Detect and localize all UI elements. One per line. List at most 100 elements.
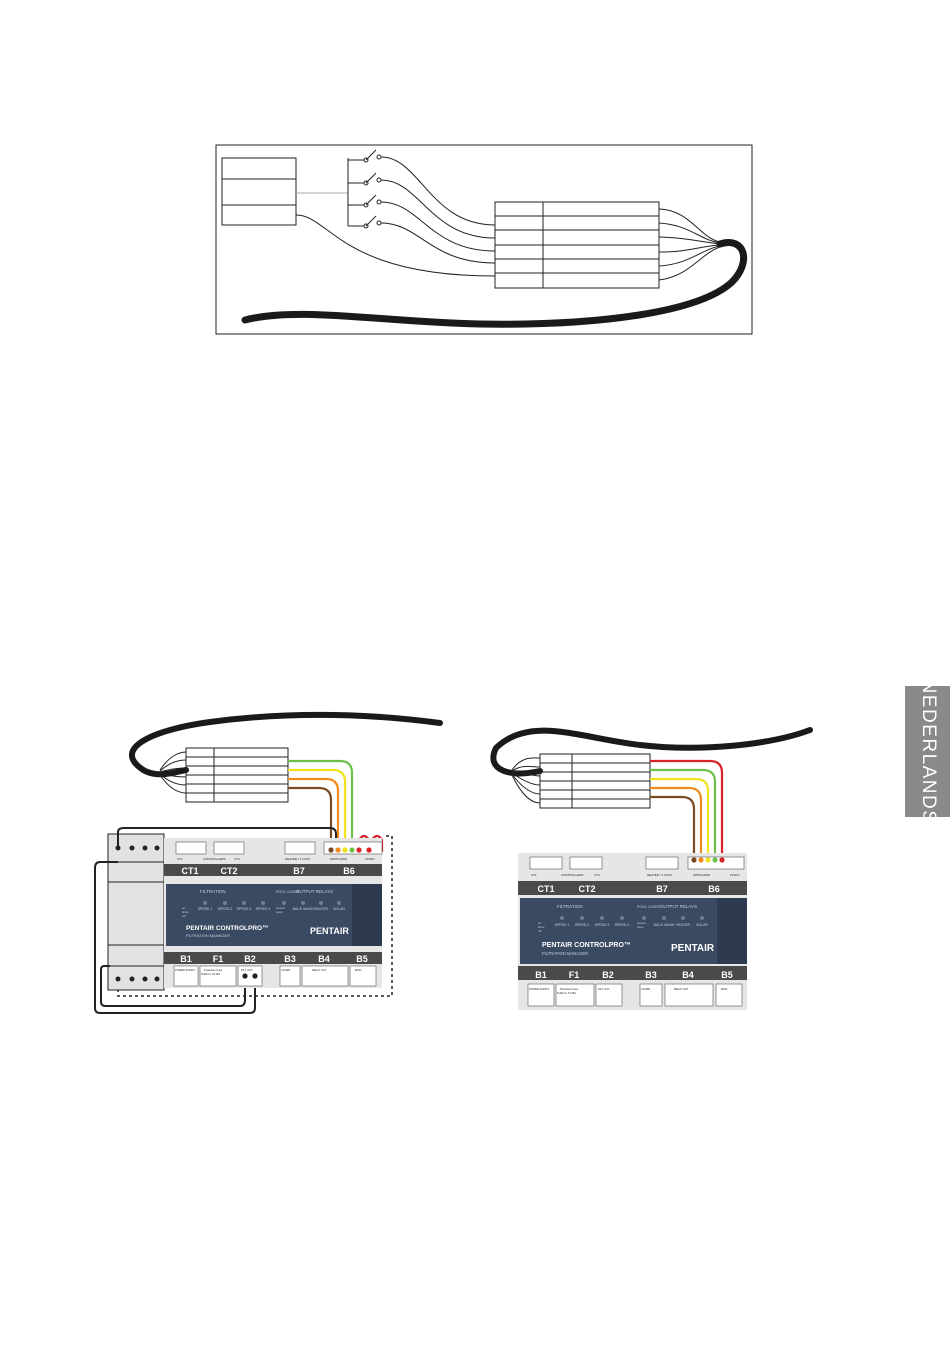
right-filtration-label: FILTRATION <box>557 904 583 909</box>
left-controller-panel <box>166 884 382 946</box>
right-terminal-blocks-bottom <box>527 983 743 1007</box>
right-label-b4: B4 <box>682 970 694 980</box>
right-wire-endpoints <box>691 857 725 863</box>
right-label-b3: B3 <box>645 970 657 980</box>
left-legend-timer: timer <box>182 910 189 914</box>
left-speed-4: SPEED 4 <box>256 907 271 911</box>
right-tiny-12v: 12VDC <box>730 873 741 877</box>
left-label-b7: B7 <box>293 866 305 876</box>
left-dashed-link <box>117 835 393 997</box>
left-speed-3: SPEED 3 <box>237 907 252 911</box>
left-cable <box>129 711 443 778</box>
top-schematic-frame <box>215 144 753 335</box>
left-product-name: PENTAIR CONTROLPRO™ <box>186 925 269 932</box>
left-tiny-b4: RELAY OUT <box>312 968 327 972</box>
right-product-name: PENTAIR CONTROLPRO™ <box>542 942 631 949</box>
left-relay-bottom-terminals <box>115 976 160 982</box>
right-tiny-b1: POWER SUPPLY <box>529 987 550 991</box>
left-cable-fanout <box>159 751 187 794</box>
right-colored-wires <box>650 759 724 858</box>
right-label-b1: B1 <box>535 970 547 980</box>
left-tiny-ct1: CT1 <box>177 857 183 861</box>
left-relay-solar: SOLAR <box>333 907 345 911</box>
left-label-b4: B4 <box>318 954 330 964</box>
top-schematic <box>215 144 753 335</box>
left-cover-closed: closed <box>276 906 285 910</box>
right-tiny-controllers: CONTROLLERS <box>561 873 584 877</box>
right-led-rows <box>560 916 704 920</box>
right-speed-4: SPEED 4 <box>615 923 630 927</box>
left-black-wires <box>94 827 337 1014</box>
right-cable <box>490 727 813 777</box>
left-din-relay <box>107 833 165 991</box>
right-pentair-logo: PENTAIR <box>671 943 715 954</box>
right-tiny-ct1: CT1 <box>531 873 537 877</box>
right-speed-3: SPEED 3 <box>595 923 610 927</box>
left-speed-1: SPEED 1 <box>198 907 213 911</box>
language-tab-label: NEDERLANDS <box>917 679 939 824</box>
right-wiring-diagram <box>490 727 813 1010</box>
left-output-relays-label: OUTPUT RELAYS <box>296 889 333 894</box>
left-controller-labels: CT1 CT2 B7 B6 B1 F1 B2 B3 B4 B5 FILTRATI… <box>175 857 376 976</box>
right-relay-solar: SOLAR <box>696 923 708 927</box>
left-terminal-block <box>185 747 289 803</box>
left-product-subtitle: FILTRATION MANAGER <box>186 933 230 938</box>
switch-contacts <box>348 149 382 229</box>
left-tiny-f1-value: 5x20mm T3.15A <box>201 972 220 976</box>
left-wire-endpoints <box>242 847 372 979</box>
cable-fanout <box>658 208 721 281</box>
right-label-b7: B7 <box>656 884 668 894</box>
left-tiny-f1: Protection Fuse <box>204 968 223 972</box>
right-tiny-ct2: CT2 <box>594 873 600 877</box>
right-speed-1: SPEED 1 <box>555 923 570 927</box>
switch-wires <box>295 156 496 277</box>
right-tiny-b7: HEATER / 1 LOCK <box>647 873 672 877</box>
right-label-b5: B5 <box>721 970 733 980</box>
left-tiny-b2: FILT. OUT <box>241 968 253 972</box>
left-tiny-b5: MISC. <box>355 968 362 972</box>
left-label-b6: B6 <box>343 866 355 876</box>
left-label-b1: B1 <box>180 954 192 964</box>
right-tiny-b5: MISC. <box>721 987 728 991</box>
right-relay-backwash: BACK WASH <box>654 923 675 927</box>
right-output-relays-label: OUTPUT RELAYS <box>660 904 697 909</box>
left-tiny-b1: POWER SUPPLY <box>175 968 196 972</box>
multicore-cable <box>241 239 748 328</box>
right-tiny-b2: FILT. OUT <box>598 987 610 991</box>
left-tiny-b6: SWITCHING <box>330 857 348 861</box>
left-pool-cover-label: POOL COVER <box>276 890 299 894</box>
left-label-b2: B2 <box>244 954 256 964</box>
right-label-b6: B6 <box>708 884 720 894</box>
right-tiny-b6: SWITCHING <box>693 873 711 877</box>
left-label-b3: B3 <box>284 954 296 964</box>
right-controller-labels: CT1 CT2 B7 B6 B1 F1 B2 B3 B4 B5 FILTRATI… <box>529 873 741 995</box>
right-legend-on: on <box>538 921 542 925</box>
left-relay-heater: HEATER <box>314 907 328 911</box>
right-pool-cover-label: POOL COVER <box>637 905 660 909</box>
right-tiny-b4: RELAY OUT <box>674 987 689 991</box>
right-label-ct2: CT2 <box>578 884 595 894</box>
left-cover-open: open <box>276 910 283 914</box>
left-tiny-controllers: CONTROLLERS <box>203 857 226 861</box>
right-terminal-blocks-top <box>529 856 745 870</box>
left-led-rows <box>203 901 341 905</box>
left-filtration-label: FILTRATION <box>200 889 226 894</box>
right-tiny-b3: COVER <box>641 987 650 991</box>
right-legend-off: off <box>538 929 541 933</box>
right-product-subtitle: FILTRATION MANAGER <box>542 951 588 956</box>
terminal-block <box>494 201 660 289</box>
left-label-ct1: CT1 <box>181 866 198 876</box>
left-tiny-b7: HEATER / 1 LOCK <box>285 857 310 861</box>
power-source-block <box>221 157 297 226</box>
left-tiny-b3: COVER <box>281 968 290 972</box>
right-speed-2: SPEED 2 <box>575 923 590 927</box>
left-legend-on: on <box>182 906 186 910</box>
left-label-ct2: CT2 <box>220 866 237 876</box>
right-relay-heater: HEATER <box>676 923 690 927</box>
left-speed-2: SPEED 2 <box>218 907 233 911</box>
right-label-f1: F1 <box>569 970 580 980</box>
language-side-tab: NEDERLANDS <box>905 679 950 824</box>
left-controller <box>164 838 383 988</box>
right-tiny-f1-value: 5x20mm T3.15A <box>557 991 576 995</box>
